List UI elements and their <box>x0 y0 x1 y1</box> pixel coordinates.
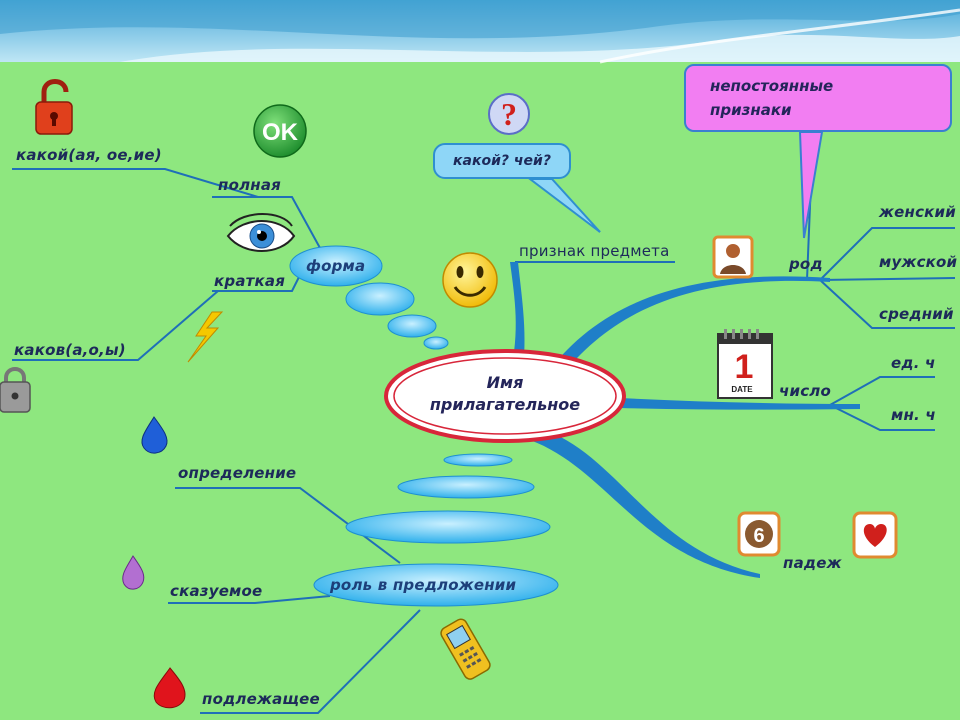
question-mark-icon: ? <box>488 93 530 135</box>
ellipse-forma <box>289 245 383 287</box>
line-full <box>212 196 321 249</box>
calendar-word: DATE <box>731 385 753 394</box>
pink-bubble-tail <box>798 131 824 239</box>
heart-icon <box>852 511 898 559</box>
sky-header <box>0 0 960 64</box>
label-sign: признак предмета <box>519 242 670 260</box>
question-bubble-tail <box>527 178 601 233</box>
red-drop-icon <box>153 667 186 709</box>
padlock-open-icon <box>35 79 73 135</box>
calendar-icon: 1 DATE <box>717 329 773 399</box>
feature-bubble: непостоянные признаки <box>684 64 952 132</box>
violet-drop-icon <box>122 555 145 590</box>
label-number: число <box>779 382 831 400</box>
line-subject <box>200 609 421 714</box>
padlock-closed-icon <box>0 367 31 413</box>
ellipse-role <box>313 563 559 607</box>
label-sing: ед. ч <box>891 354 936 372</box>
label-subject: подлежащее <box>202 690 320 708</box>
label-short-endings: каков(а,о,ы) <box>14 341 126 359</box>
phone-icon <box>440 618 491 680</box>
label-short: краткая <box>214 272 286 290</box>
line-short <box>212 274 301 292</box>
ok-badge-text: OK <box>262 119 299 146</box>
label-full: полная <box>218 176 281 194</box>
label-full-endings: какой(ая, ое,ие) <box>16 146 162 164</box>
lightning-icon <box>187 311 224 363</box>
smiley-icon <box>442 252 498 308</box>
label-forma: форма <box>306 257 366 275</box>
line-rod-neut <box>819 279 955 329</box>
label-neut: средний <box>879 305 954 323</box>
question-mark-glyph: ? <box>501 96 517 132</box>
main-branches <box>510 262 860 578</box>
dice-icon: 6 <box>737 511 781 557</box>
label-predicate: сказуемое <box>170 582 263 600</box>
central-node-line1: Имя <box>486 373 524 392</box>
line-predicate <box>168 595 331 604</box>
central-node-text: Имя прилагательное <box>400 372 610 416</box>
feature-bubble-line1: непостоянные <box>710 77 834 95</box>
blue-drop-icon <box>141 416 168 454</box>
line-short-endings <box>12 290 219 361</box>
label-plur: мн. ч <box>891 406 936 424</box>
central-node <box>384 349 626 443</box>
line-rod-fem <box>819 227 955 281</box>
ok-badge-icon: OK <box>253 104 307 158</box>
dice-number: 6 <box>753 525 764 547</box>
line-rod-masc <box>819 277 956 281</box>
feature-bubble-line2: признаки <box>710 101 792 119</box>
label-role: роль в предложении <box>330 576 517 594</box>
question-bubble-text: какой? чей? <box>453 153 551 169</box>
calendar-number: 1 <box>735 348 754 386</box>
label-fem: женский <box>879 203 956 221</box>
decorative-ellipses <box>289 245 559 607</box>
line-number-plur <box>829 404 935 431</box>
line-full-endings <box>12 168 259 198</box>
label-case: падеж <box>783 554 842 572</box>
eye-icon <box>226 213 296 252</box>
label-rod: род <box>789 255 823 273</box>
central-node-line2: прилагательное <box>429 395 581 414</box>
label-attribute: определение <box>178 464 297 482</box>
line-number-sing <box>829 376 935 406</box>
line-attribute <box>175 487 401 564</box>
label-masc: мужской <box>879 253 958 271</box>
person-icon <box>712 235 754 279</box>
question-bubble: какой? чей? <box>433 143 571 179</box>
